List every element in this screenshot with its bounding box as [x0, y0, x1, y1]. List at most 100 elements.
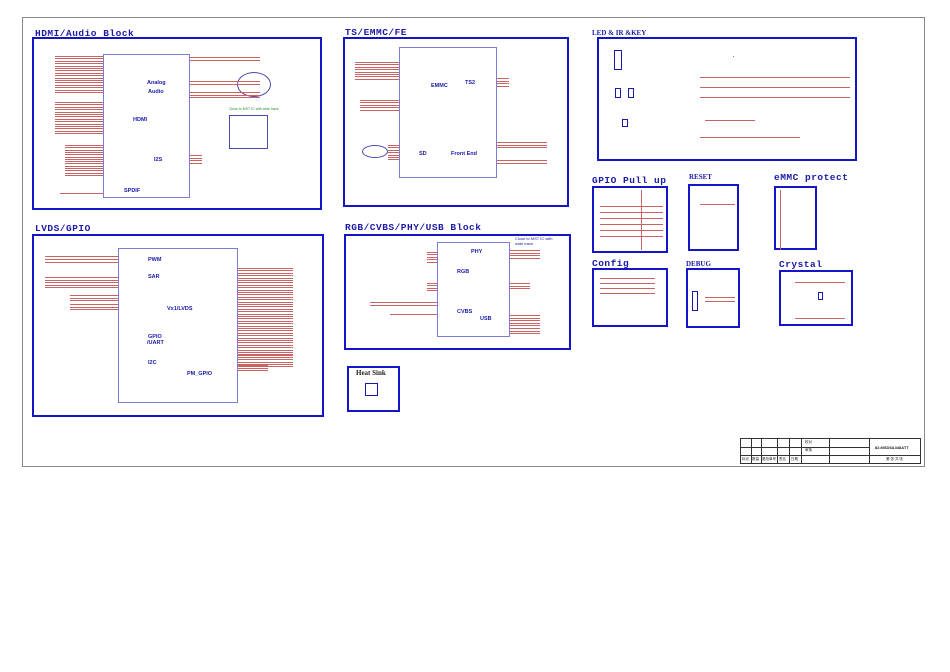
phy-layout-note: Close to MST IC with wide trace	[515, 236, 553, 246]
net-wire	[388, 145, 399, 146]
net-wire	[427, 283, 437, 284]
led-connector	[622, 119, 628, 127]
hdmi-label: HDMI	[133, 117, 148, 123]
net-wire	[190, 155, 202, 156]
gpio-pull-up-block	[592, 186, 668, 253]
lvds-gpio-block	[32, 234, 324, 417]
audio-filter-circuit	[229, 115, 268, 149]
net-wire	[238, 296, 293, 298]
footer-date: 日期	[791, 457, 798, 461]
net-wire	[355, 64, 399, 66]
audio-circuit-highlight	[237, 72, 271, 97]
sd-label: SD	[419, 151, 427, 157]
net-wire	[700, 204, 735, 205]
net-wire	[65, 149, 103, 151]
ts-chip-symbol	[399, 47, 497, 178]
net-wire	[55, 130, 103, 132]
phy-label: PHY	[471, 249, 483, 255]
net-wire	[70, 304, 118, 305]
net-wire	[238, 289, 293, 291]
net-wire	[510, 330, 540, 332]
net-wire	[55, 84, 103, 86]
net-wire	[55, 121, 103, 123]
net-wire	[238, 364, 293, 365]
net-wire	[238, 337, 293, 339]
net-wire	[55, 133, 103, 135]
net-wire	[190, 57, 260, 58]
net-wire	[705, 297, 735, 298]
net-wire	[190, 81, 260, 82]
net-wire	[55, 87, 103, 89]
net-wire	[510, 315, 540, 316]
net-wire	[65, 163, 103, 165]
net-wire	[510, 257, 540, 259]
led-ir-key-title: LED & IR &KEY	[592, 29, 647, 37]
net-wire	[510, 252, 540, 254]
net-wire	[190, 160, 202, 161]
net-wire	[355, 66, 399, 68]
net-wire	[355, 78, 399, 80]
reset-block	[688, 184, 739, 251]
net-wire	[700, 87, 850, 88]
net-wire	[238, 325, 293, 327]
rgb-label: RGB	[457, 269, 470, 275]
net-wire	[45, 279, 118, 281]
net-wire	[55, 111, 103, 113]
net-wire	[238, 365, 268, 366]
net-wire	[55, 126, 103, 127]
net-wire	[238, 304, 293, 305]
net-wire	[370, 302, 437, 303]
net-wire	[427, 287, 437, 289]
net-wire	[238, 349, 293, 351]
net-wire	[238, 313, 293, 315]
net-wire	[497, 147, 547, 148]
net-wire	[600, 206, 663, 207]
net-wire	[70, 300, 118, 301]
config-block	[592, 268, 668, 327]
net-wire	[510, 328, 540, 329]
net-wire	[780, 190, 781, 250]
net-wire	[65, 151, 103, 153]
debug-title: DEBUG	[686, 260, 711, 268]
heat-sink-block	[347, 366, 400, 412]
vx1-lvds-label: Vx1/LVDS	[167, 306, 193, 312]
net-wire	[55, 58, 103, 60]
net-wire	[238, 344, 293, 346]
net-wire	[55, 70, 103, 72]
emmc-protect-block	[774, 186, 817, 250]
net-wire	[238, 320, 293, 322]
uart-label: /UART	[147, 340, 164, 346]
net-wire	[45, 284, 118, 286]
title-block-check-label: 校对	[805, 440, 812, 444]
net-wire	[360, 104, 399, 106]
gpio-label: GPIO	[148, 334, 162, 340]
net-wire	[510, 285, 530, 287]
title-block-review-label: 审核	[805, 448, 812, 452]
net-wire	[427, 259, 437, 261]
net-wire	[370, 305, 437, 306]
net-wire	[360, 107, 399, 109]
net-wire	[55, 68, 103, 69]
net-wire	[238, 277, 293, 279]
net-wire	[55, 116, 103, 118]
net-wire	[190, 59, 260, 61]
net-wire	[510, 325, 540, 327]
title-block: 校对 审核 82.MSD6A348ATT 标记 数量 更改单号 签名 日期 第 …	[740, 438, 921, 464]
net-wire	[497, 144, 547, 146]
crystal-block	[779, 270, 853, 326]
net-wire	[238, 299, 293, 301]
debug-uart-connector	[692, 291, 698, 311]
reset-title: RESET	[689, 173, 712, 181]
net-wire	[733, 56, 734, 57]
net-wire	[55, 77, 103, 79]
net-wire	[238, 270, 293, 272]
net-wire	[497, 83, 509, 84]
net-wire	[55, 102, 103, 103]
rgb-cvbs-phy-usb-block	[344, 234, 571, 350]
net-wire	[55, 114, 103, 115]
net-wire	[600, 224, 663, 225]
hdmi-layout-note: Close to MST IC with wide trace	[229, 107, 279, 111]
key-connector-2	[628, 88, 634, 98]
net-wire	[427, 290, 437, 292]
net-wire	[70, 306, 118, 308]
